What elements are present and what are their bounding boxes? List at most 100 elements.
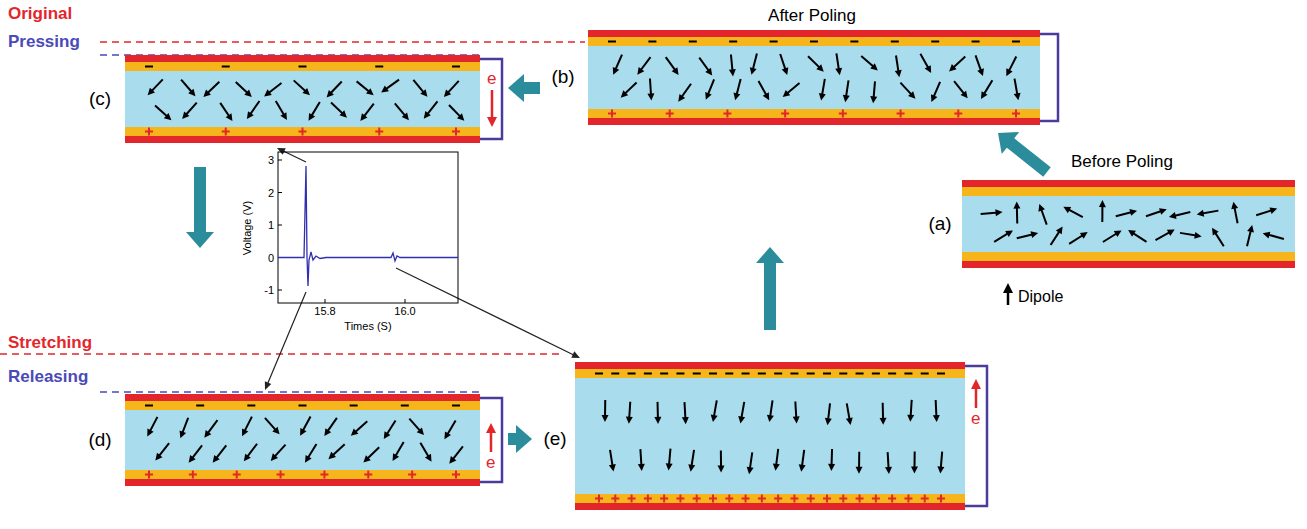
positive-charge xyxy=(696,495,698,503)
dipole-arrow-head xyxy=(763,92,769,100)
state-label: Original xyxy=(8,4,72,24)
dipole-arrow-head xyxy=(880,418,887,425)
connector-line xyxy=(1008,141,1047,172)
negative-charge xyxy=(921,373,929,375)
positive-charge xyxy=(367,471,369,479)
dipole-arrow-head xyxy=(1114,230,1122,237)
dipole-arrow-head xyxy=(621,90,628,97)
negative-charge xyxy=(145,405,153,407)
piezo-film-drawing xyxy=(575,362,965,510)
electrode xyxy=(588,118,1040,125)
positive-charge xyxy=(455,471,457,479)
negative-charge xyxy=(299,66,307,68)
pvdf-film xyxy=(588,46,1040,109)
dipole-arrow-head xyxy=(360,113,367,121)
positive-charge xyxy=(1015,110,1017,118)
dipole-arrow-head xyxy=(300,428,306,436)
panel-heading: Before Poling xyxy=(1071,152,1173,172)
process-arrow xyxy=(998,132,1047,172)
negative-charge xyxy=(676,373,684,375)
dipole-arrow-head xyxy=(1038,204,1045,212)
process-arrow xyxy=(186,167,214,248)
state-label: Pressing xyxy=(8,32,80,52)
positive-charge xyxy=(745,495,747,503)
positive-charge xyxy=(614,495,616,503)
pvdf-film xyxy=(125,410,480,470)
dipole-arrow-head xyxy=(925,65,931,73)
dipole-arrow-head xyxy=(647,93,654,100)
positive-charge xyxy=(826,495,828,503)
dipole-arrow-head xyxy=(870,63,878,70)
negative-charge xyxy=(693,373,701,375)
electrode-layer xyxy=(962,187,1295,196)
positive-charge xyxy=(411,471,413,479)
axis-tick xyxy=(278,225,282,226)
leader-arrow xyxy=(277,148,306,162)
electron-flow-arrow xyxy=(975,384,978,408)
dipole-arrow-head xyxy=(767,415,774,422)
dipole-arrow-head xyxy=(242,428,248,436)
dipole-arrow-head xyxy=(977,68,984,76)
dipole-arrow-head xyxy=(609,464,616,471)
connector-head xyxy=(265,381,271,390)
state-label: Stretching xyxy=(8,333,92,353)
dipole-arrow-head xyxy=(816,64,823,71)
dipole-arrow-head xyxy=(799,464,806,471)
dipole-arrow-head xyxy=(1080,232,1088,239)
dipole-arrow-head xyxy=(339,110,346,117)
dipole-arrow-head xyxy=(420,89,427,97)
axis-tick xyxy=(325,299,326,303)
positive-charge xyxy=(842,110,844,118)
dipole-arrow-head xyxy=(995,209,1002,216)
dipole-arrow-head xyxy=(164,113,172,120)
positive-charge xyxy=(728,495,730,503)
original-level-line xyxy=(100,41,585,43)
negative-charge xyxy=(872,373,880,375)
electrode xyxy=(962,180,1295,187)
dipole-arrow-head xyxy=(182,111,189,119)
dipole-arrow-head xyxy=(981,91,988,99)
dipole-group xyxy=(613,53,1021,103)
negative-charge xyxy=(937,373,945,375)
dipole-arrow-head xyxy=(843,95,850,102)
piezo-film-panel: (d) xyxy=(125,394,480,486)
dipole-arrow-head xyxy=(155,453,162,461)
positive-charge xyxy=(631,495,633,503)
dipole-arrow-head xyxy=(666,463,673,470)
panel-letter: (d) xyxy=(88,429,111,451)
positive-charge xyxy=(810,495,812,503)
dipole-arrow-head xyxy=(147,429,153,437)
connector-head xyxy=(998,132,1019,154)
dipole-arrow-head xyxy=(734,93,741,101)
dipole-arrow-head xyxy=(907,415,914,422)
negative-charge xyxy=(350,405,358,407)
positive-charge xyxy=(647,495,649,503)
negative-charge xyxy=(931,41,939,43)
dipole-arrow-head xyxy=(204,430,211,438)
dipole-arrow-head xyxy=(825,418,832,425)
dipole-arrow-head xyxy=(793,416,800,423)
voltage-chart-drawing xyxy=(236,148,462,338)
negative-charge xyxy=(644,373,652,375)
dipole-group xyxy=(148,79,465,121)
dipole-arrow-head xyxy=(402,113,409,121)
dipole-group xyxy=(981,200,1284,246)
electrode-layer xyxy=(588,37,1040,46)
electrode-layer xyxy=(588,109,1040,118)
dipole-arrow-head xyxy=(305,455,312,463)
dipole-arrow-head xyxy=(747,467,754,474)
negative-charge xyxy=(770,41,778,43)
electron-label: e xyxy=(971,409,980,429)
electron-flow-arrow xyxy=(491,90,494,122)
negative-charge xyxy=(850,41,858,43)
positive-charge xyxy=(900,110,902,118)
dipole-arrow-head xyxy=(180,431,187,439)
negative-charge xyxy=(1012,41,1020,43)
dipole-arrow-head xyxy=(933,415,940,422)
dipole-arrow-head xyxy=(895,70,902,77)
piezo-film-drawing xyxy=(962,180,1295,268)
dipole-arrow-head xyxy=(328,452,336,459)
dipole-arrow-head xyxy=(908,91,915,99)
panel-letter: (c) xyxy=(89,88,111,110)
positive-charge xyxy=(712,495,714,503)
